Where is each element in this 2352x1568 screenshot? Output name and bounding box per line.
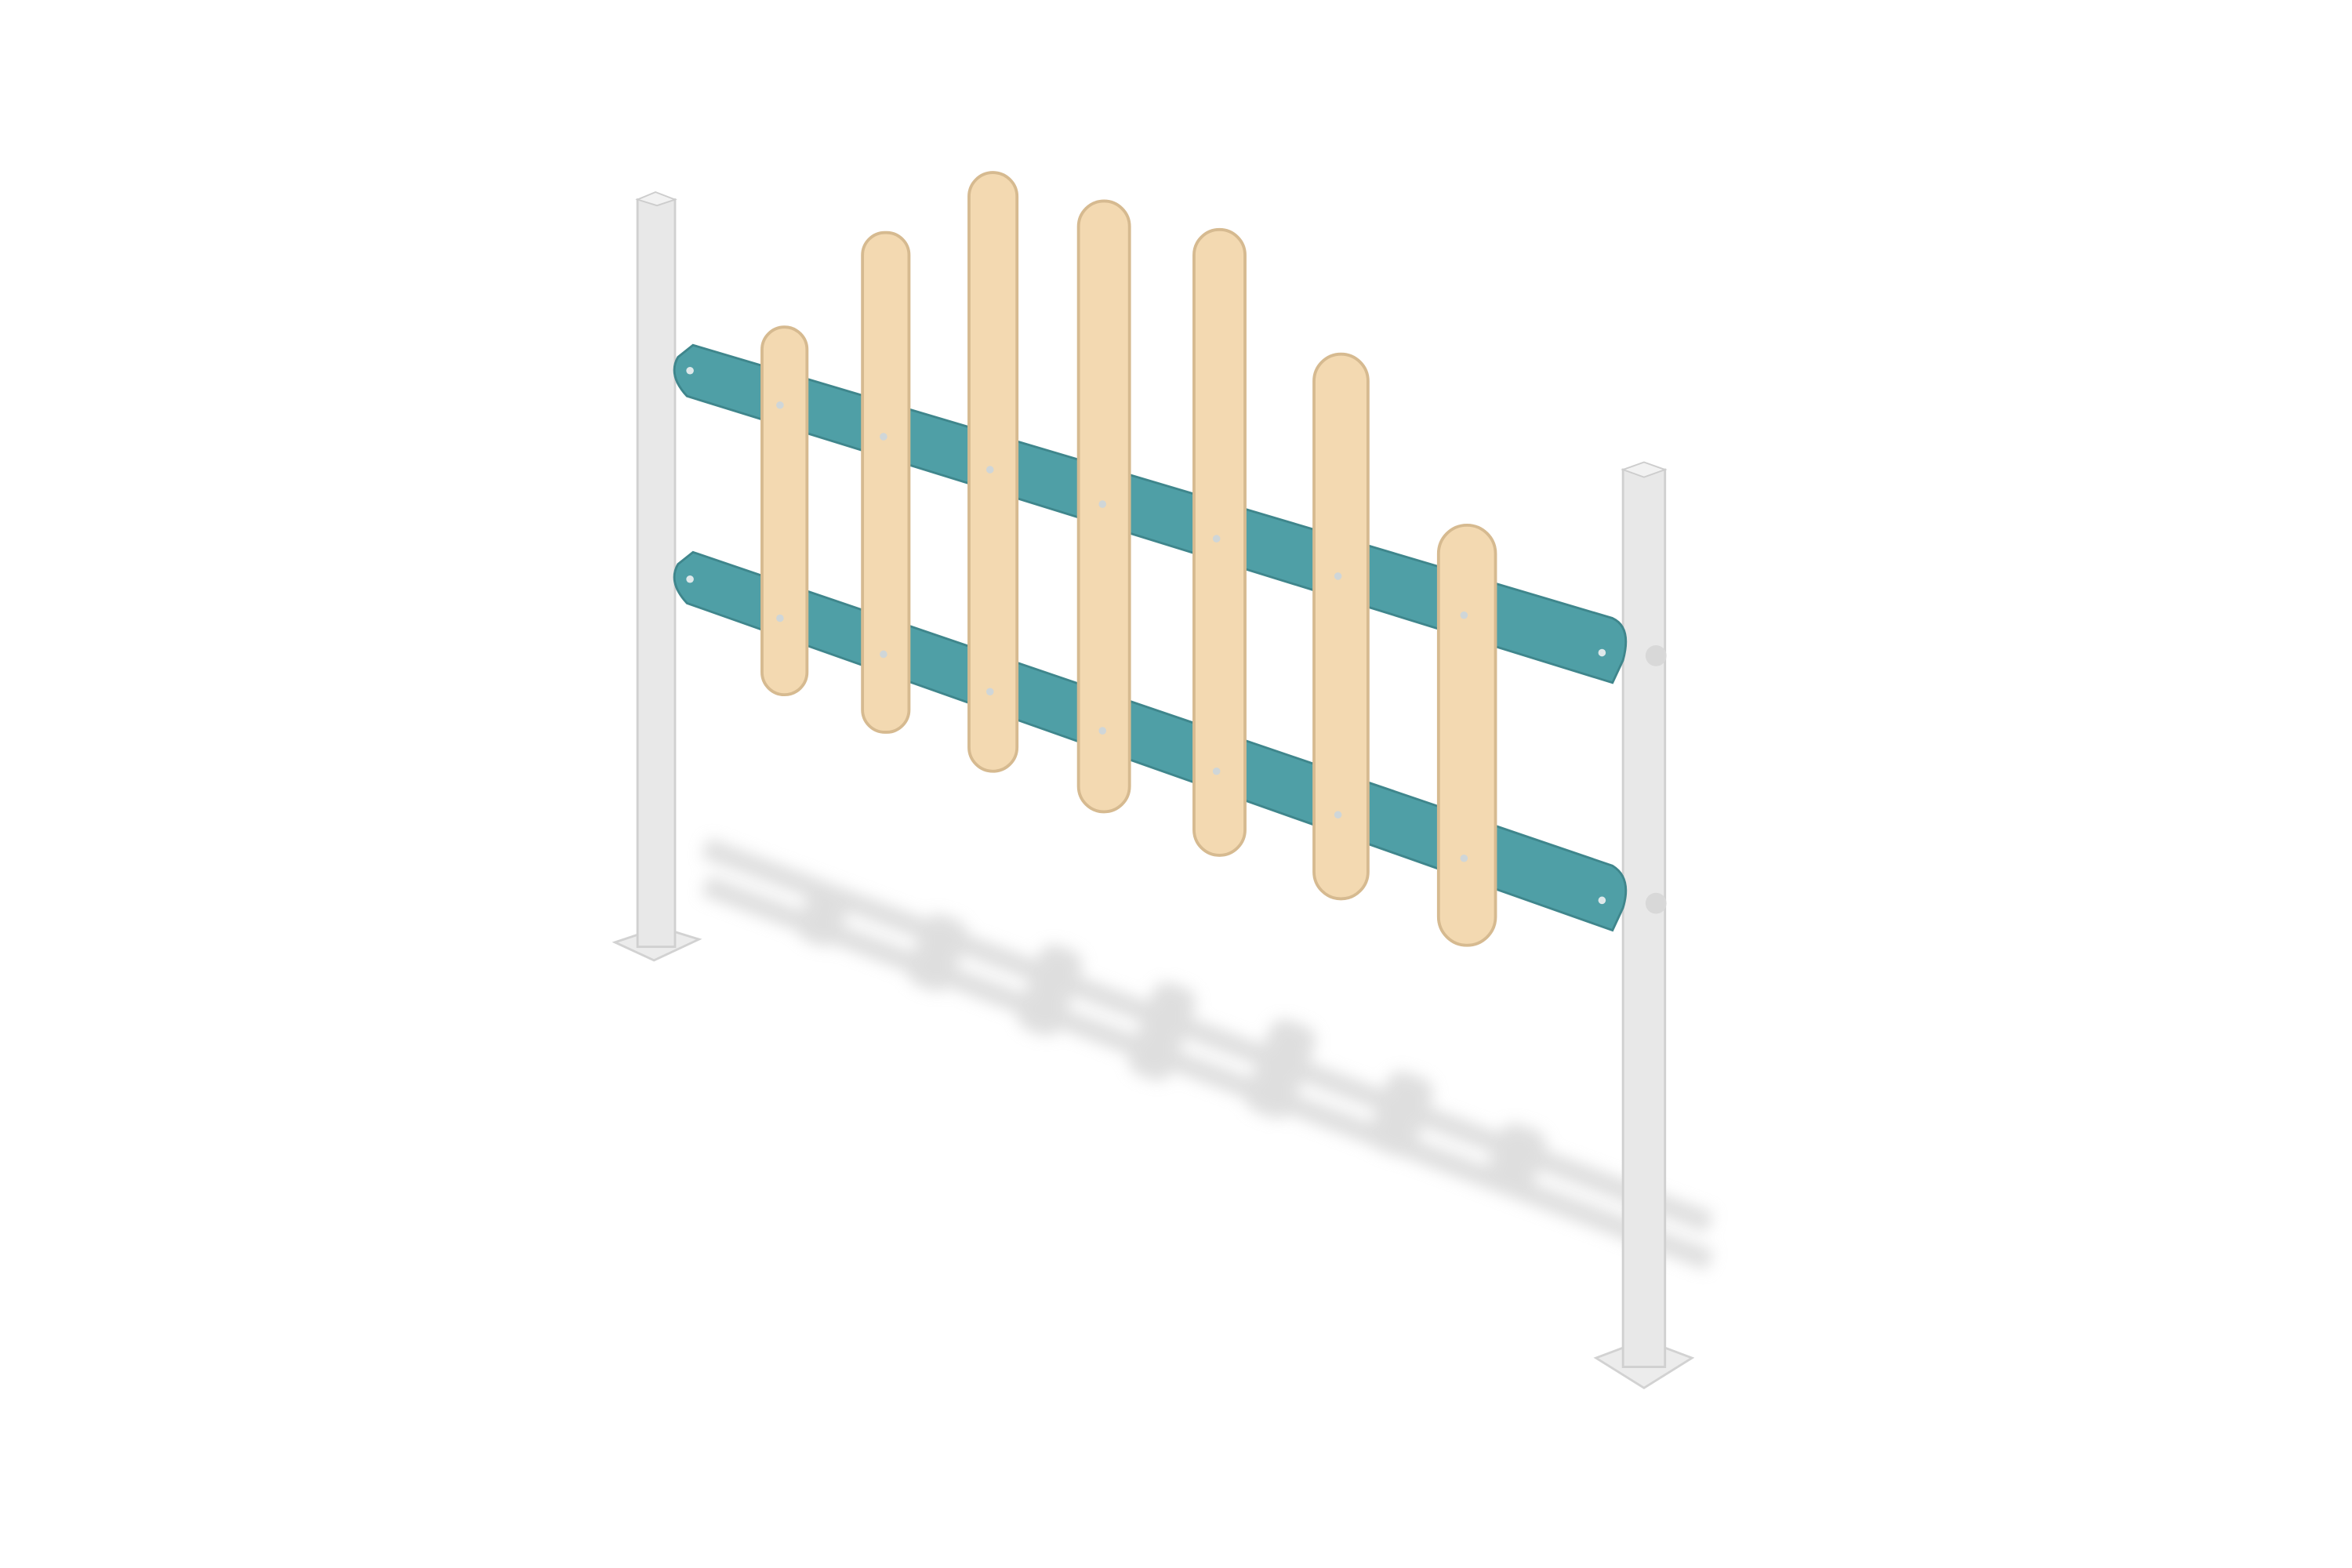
picket-2 — [861, 230, 911, 734]
picket-1 — [760, 325, 809, 697]
bottom-rail — [673, 550, 1628, 932]
picket-4 — [1076, 199, 1131, 814]
picket-6 — [1312, 352, 1370, 901]
picket-7 — [1436, 523, 1497, 947]
left-post — [612, 191, 702, 962]
right-post — [1593, 461, 1695, 1390]
ground-shadow — [701, 837, 1714, 1271]
picket-3 — [967, 171, 1019, 773]
picket-5 — [1192, 227, 1247, 857]
top-rail — [673, 343, 1628, 684]
